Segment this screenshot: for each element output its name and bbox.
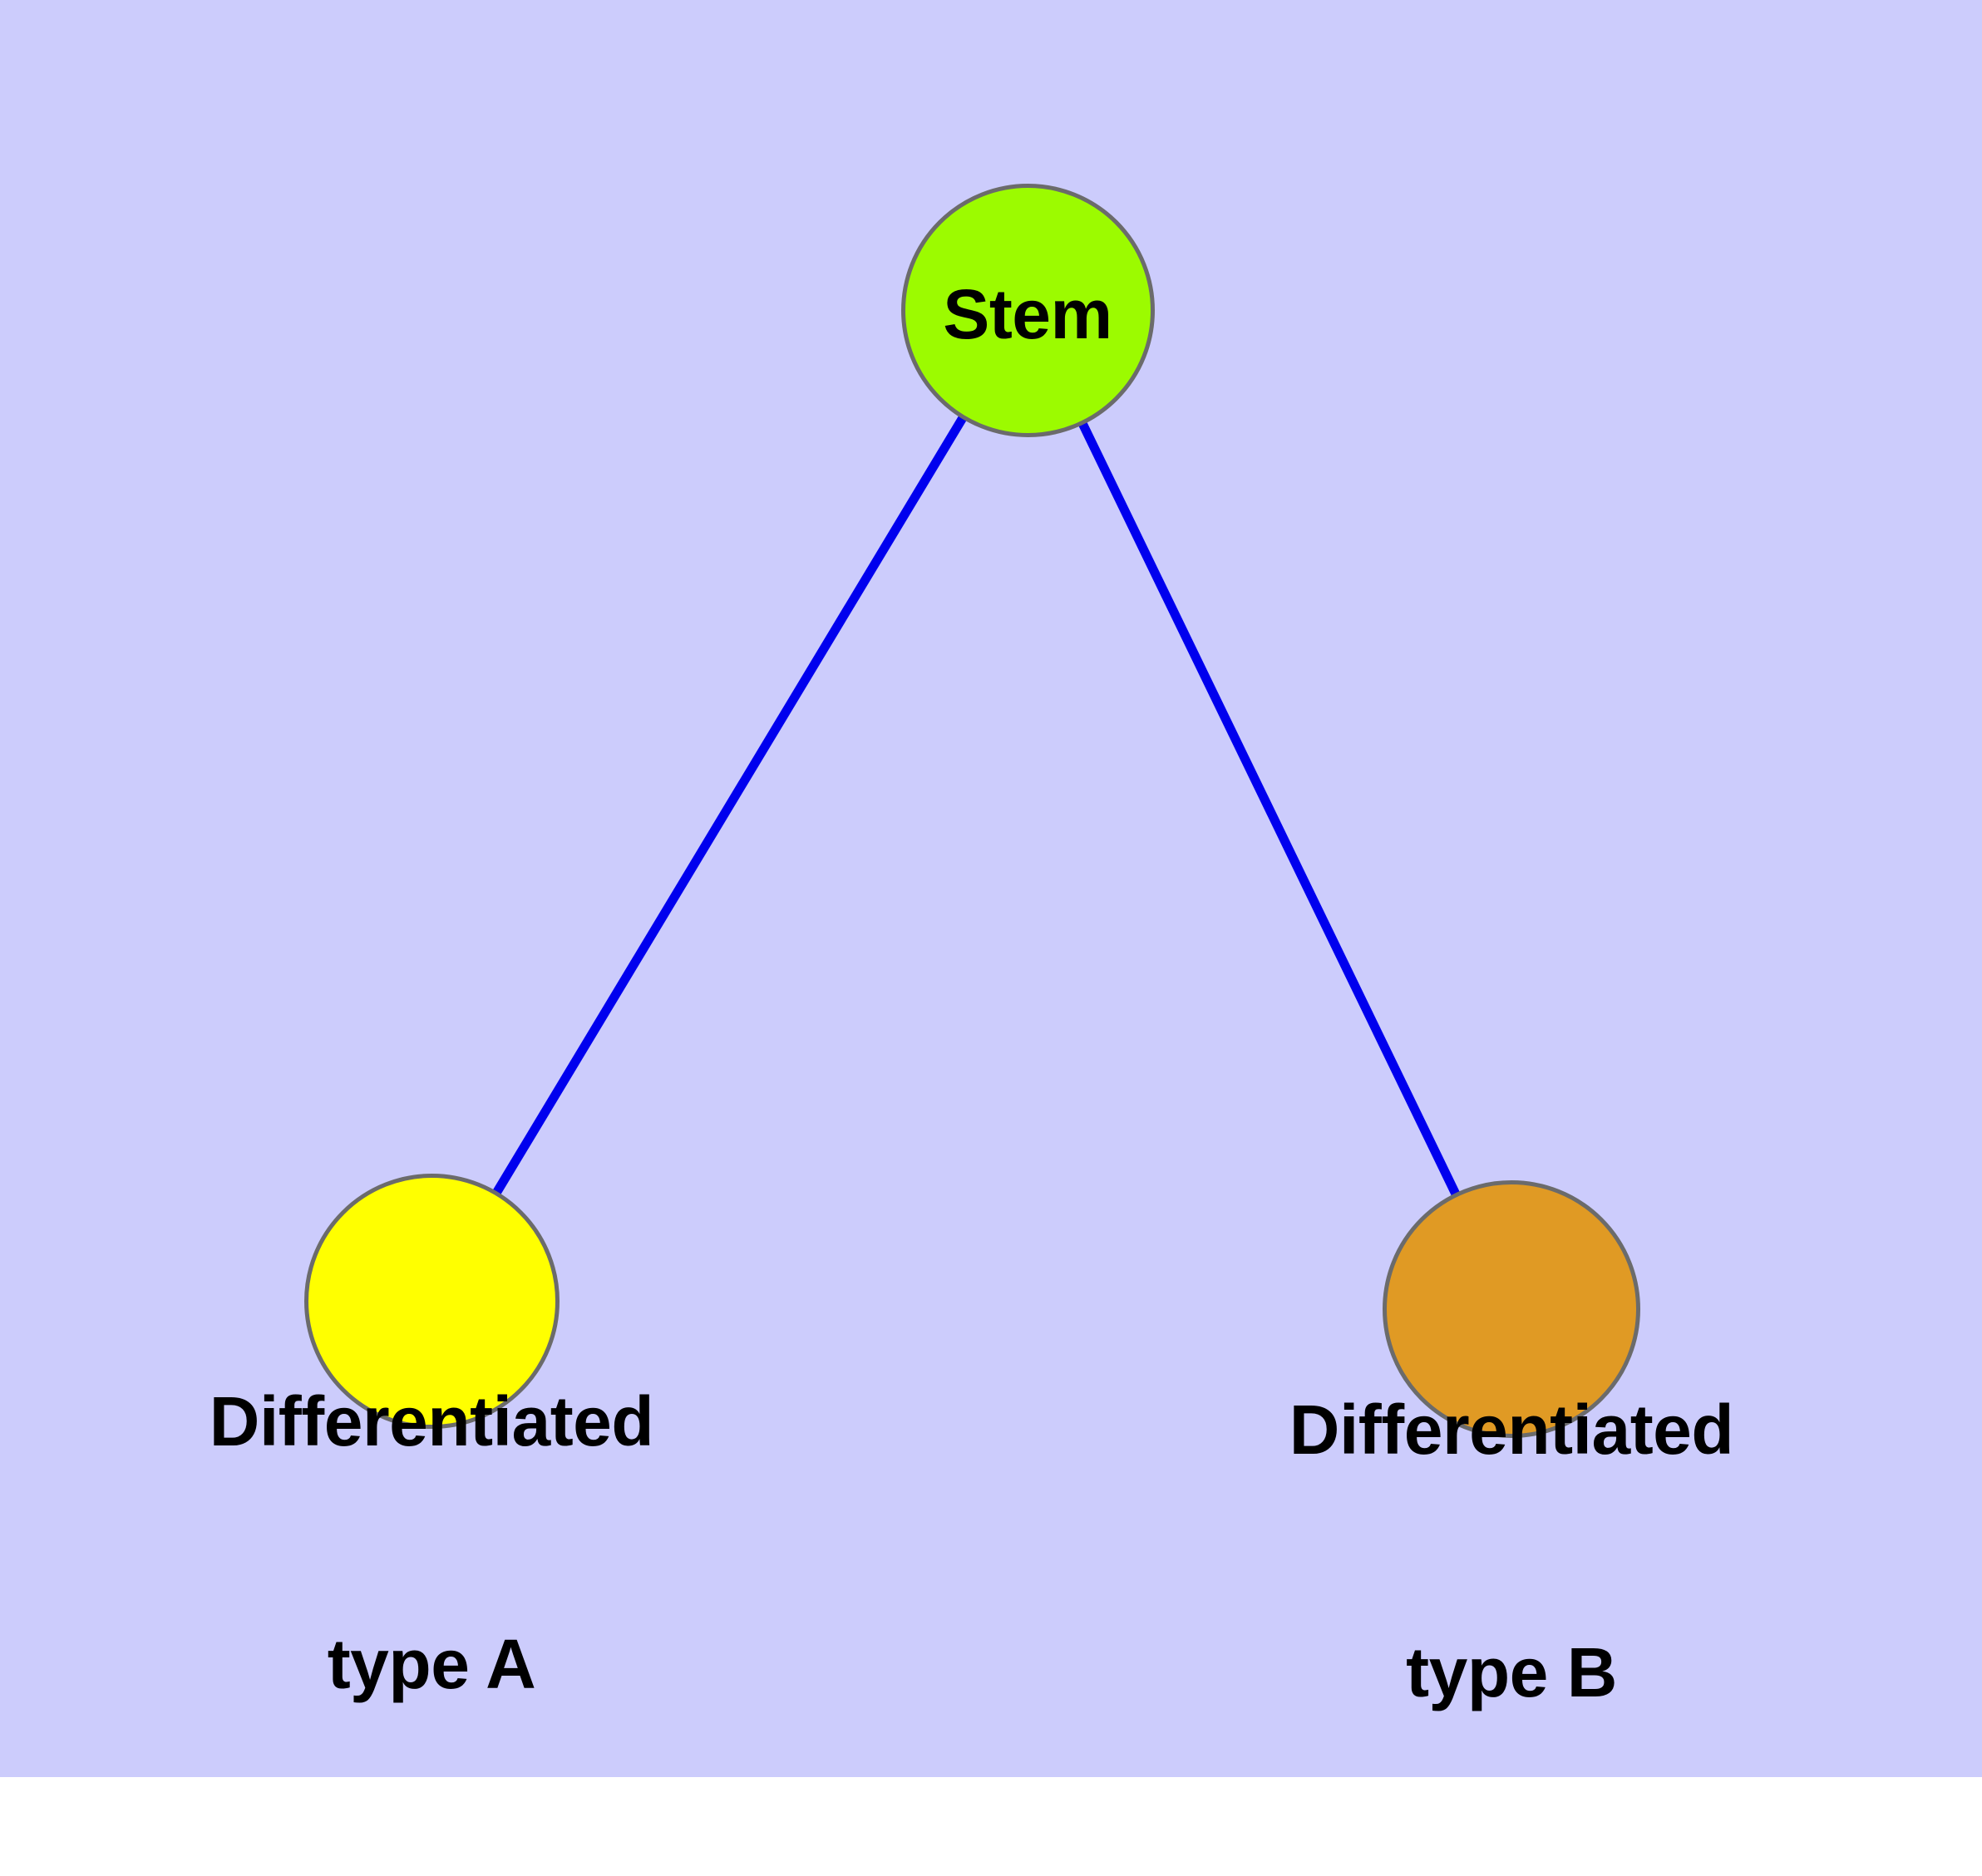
node-label-line-2: type A — [327, 1625, 536, 1704]
edge-stem-to-differentiated-type-a[interactable] — [427, 308, 1032, 1303]
node-differentiated-type-a[interactable] — [304, 1174, 560, 1429]
node-stem[interactable] — [901, 184, 1155, 437]
edge-stem-to-differentiated-type-b[interactable] — [1023, 308, 1516, 1312]
node-differentiated-type-b[interactable] — [1383, 1180, 1640, 1438]
graph-canvas: Stem Differentiated type A Differentiate… — [0, 0, 1982, 1777]
node-label-line-2: type B — [1406, 1633, 1617, 1712]
edge-layer — [427, 308, 1516, 1312]
node-layer: Stem Differentiated type A Differentiate… — [210, 184, 1734, 1712]
